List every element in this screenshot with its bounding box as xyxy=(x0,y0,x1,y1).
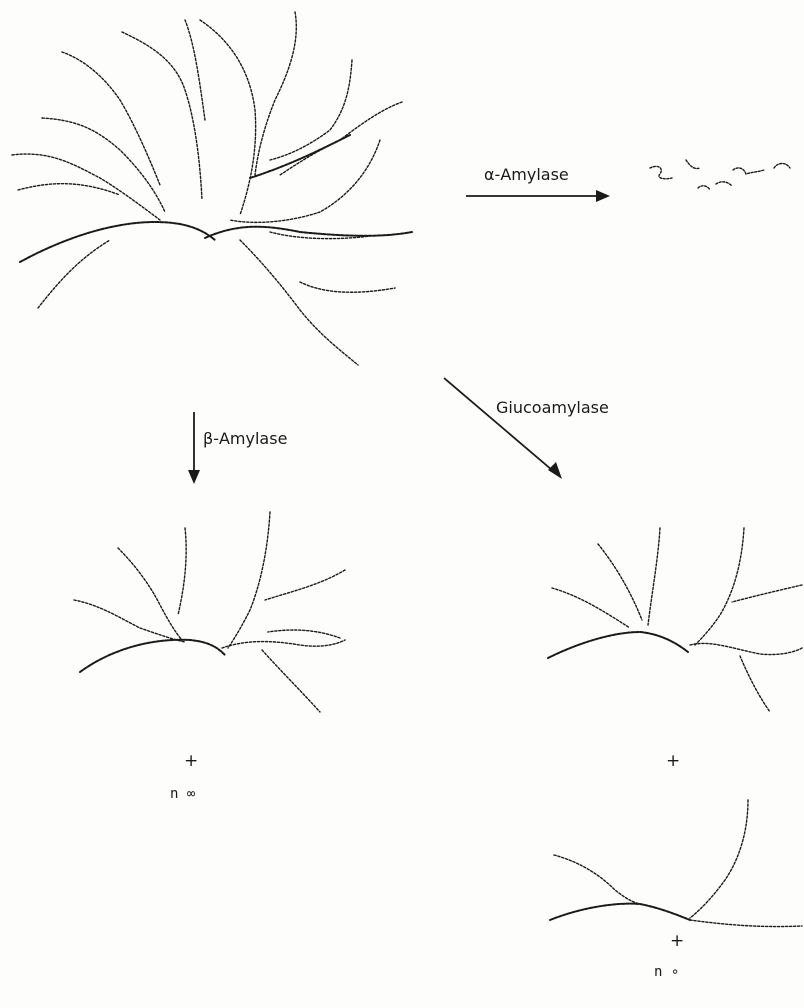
beta-limit-dextrin: + n ∞ xyxy=(74,512,345,802)
alpha-amylase-fragments xyxy=(650,160,790,190)
glucoamylase-reaction: Giucoamylase xyxy=(444,378,609,479)
beta-maltose-product: n ∞ xyxy=(170,786,196,802)
glucoamylase-remaining-fragment: + n ∘ xyxy=(550,800,802,980)
glucoamylase-label: Giucoamylase xyxy=(496,398,609,417)
glucoamylase-plus-1: + xyxy=(666,751,680,771)
starch-molecule xyxy=(12,12,412,365)
beta-glucose-plus: + xyxy=(184,751,198,771)
glucoamylase-glucose-product: n ∘ xyxy=(654,964,679,980)
alpha-amylase-reaction: α-Amylase xyxy=(466,160,790,202)
beta-amylase-label: β-Amylase xyxy=(203,429,287,448)
alpha-amylase-label: α-Amylase xyxy=(484,165,569,184)
glucoamylase-dextrin: + xyxy=(548,528,802,771)
glucoamylase-plus-2: + xyxy=(670,931,684,951)
beta-amylase-reaction: β-Amylase xyxy=(188,412,287,484)
